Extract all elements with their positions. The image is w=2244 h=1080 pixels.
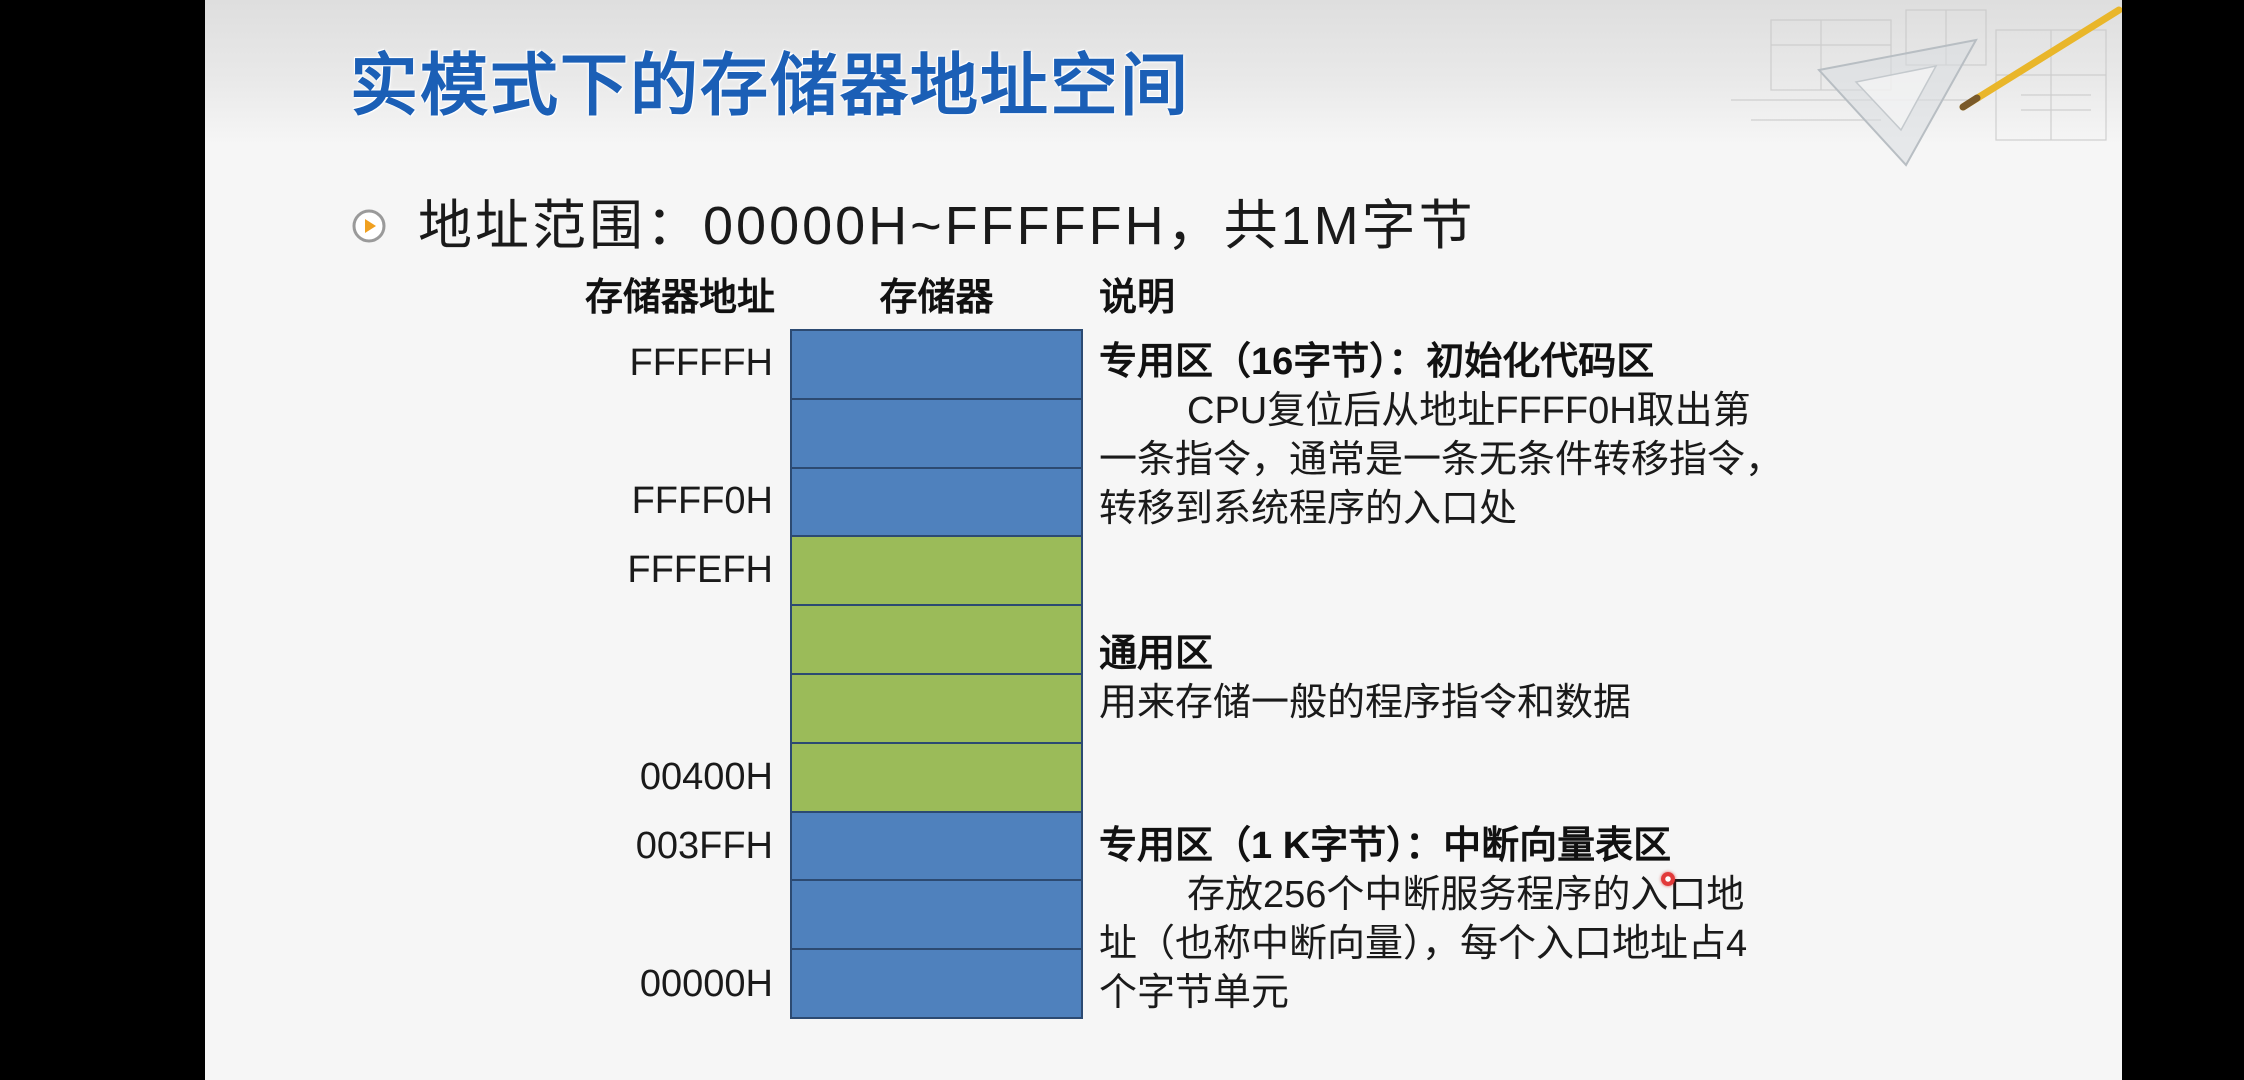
memory-map-column — [790, 329, 1083, 1019]
memory-row-interrupt-vector — [792, 881, 1081, 951]
description-line: 个字节单元 — [1099, 972, 1290, 1014]
description-heading: 专用区（1 K字节）：中断向量表区 — [1099, 825, 1672, 867]
memory-row-general — [792, 537, 1081, 607]
description-init-code-region: 专用区（16字节）：初始化代码区 CPU复位后从地址FFFF0H取出第 一条指令… — [1099, 338, 1783, 534]
address-range-bullet: 地址范围：00000H~FFFFFH，共1M字节 — [418, 196, 1476, 256]
memory-row-general — [792, 606, 1081, 675]
memory-row-general — [792, 674, 1081, 744]
header-description: 说明 — [1099, 277, 1176, 319]
memory-row-init-code — [792, 399, 1081, 469]
description-heading: 专用区（16字节）：初始化代码区 — [1099, 341, 1655, 383]
description-line: 一条指令，通常是一条无条件转移指令， — [1099, 439, 1784, 481]
memory-row-interrupt-vector — [792, 812, 1081, 882]
header-memory-address: 存储器地址 — [584, 277, 775, 319]
description-line: 存放256个中断服务程序的入口地 — [1187, 874, 1745, 916]
presentation-slide: 实模式下的存储器地址空间 地址范围：00000H~FFFFFH，共1M字节 存储… — [205, 0, 2122, 1080]
slide-header-band — [205, 0, 2122, 145]
address-label: FFFF0H — [631, 480, 773, 522]
memory-row-interrupt-vector — [792, 950, 1081, 1017]
description-line: 用来存储一般的程序指令和数据 — [1099, 682, 1632, 724]
description-line: CPU复位后从地址FFFF0H取出第 — [1187, 390, 1751, 432]
slide-title: 实模式下的存储器地址空间 — [350, 48, 1191, 124]
architectural-sketch-with-pencil-icon — [1731, 6, 2122, 167]
address-label: 00000H — [639, 963, 773, 1005]
address-label: 003FFH — [635, 825, 773, 867]
header-memory: 存储器 — [879, 277, 994, 319]
description-general-region: 通用区 用来存储一般的程序指令和数据 — [1099, 630, 1631, 728]
description-line: 转移到系统程序的入口处 — [1099, 488, 1518, 530]
description-heading: 通用区 — [1099, 633, 1214, 675]
description-line: 址（也称中断向量），每个入口地址占4 — [1099, 923, 1748, 965]
address-label: FFFEFH — [627, 549, 773, 591]
address-label: 00400H — [639, 756, 773, 798]
pointer-dot — [1661, 872, 1675, 886]
memory-row-init-code — [792, 331, 1081, 400]
play-circle-icon — [352, 209, 386, 243]
memory-row-general — [792, 743, 1081, 813]
description-interrupt-vector-region: 专用区（1 K字节）：中断向量表区 存放256个中断服务程序的入口地 址（也称中… — [1099, 822, 1747, 1018]
memory-row-init-code — [792, 468, 1081, 538]
address-label: FFFFFH — [629, 342, 773, 384]
